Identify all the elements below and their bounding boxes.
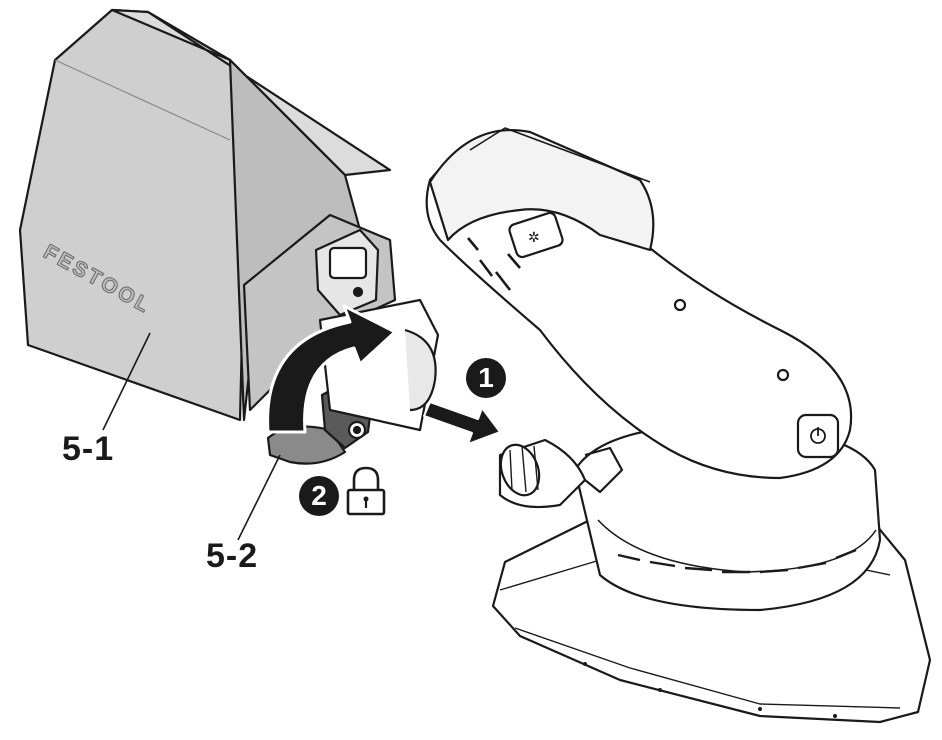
- callout-5-2: 5-2: [206, 539, 258, 573]
- dust-container: FESTOOL: [20, 10, 438, 464]
- step-1-badge: 1: [466, 358, 506, 398]
- sander-tool: ✲: [427, 128, 930, 722]
- push-arrow: [424, 402, 500, 444]
- lock-icon: [348, 468, 384, 514]
- step-2-badge: 2: [299, 476, 339, 516]
- callout-5-1: 5-1: [62, 432, 114, 466]
- leader-5-2: [238, 455, 280, 540]
- svg-text:✲: ✲: [528, 230, 540, 246]
- container-front: [20, 10, 244, 420]
